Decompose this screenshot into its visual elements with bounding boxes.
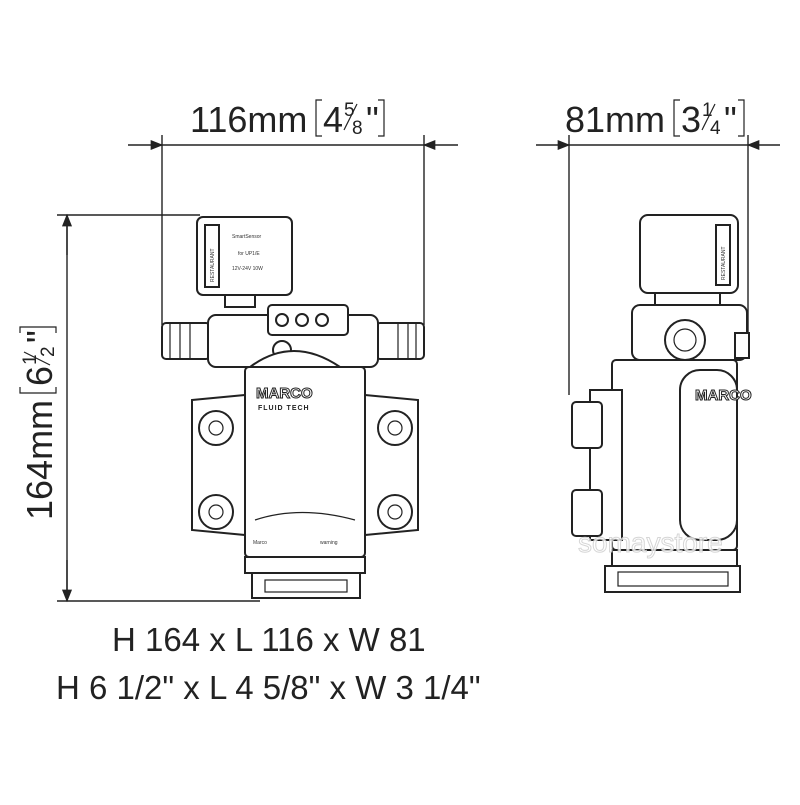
manifold-side xyxy=(631,304,750,361)
height-inch-den: 2 xyxy=(38,346,59,357)
pressure-switch-front: RESTAURANT SmartSensor for UP1/E 12V-24V… xyxy=(196,216,293,308)
mount-bracket-left xyxy=(191,393,246,537)
switch-side-text: RESTAURANT xyxy=(210,248,216,282)
motor-body-side: MARCO xyxy=(571,359,752,593)
height-bracket-close xyxy=(19,326,57,333)
switch-neck xyxy=(224,294,256,308)
switch-side-panel xyxy=(204,224,220,288)
mount-bracket-right xyxy=(364,393,419,537)
brand-logo-side: MARCO xyxy=(695,387,752,404)
manifold-front xyxy=(161,304,425,368)
height-mm-label: 164mm xyxy=(19,400,60,520)
width-inch-whole: 4 xyxy=(323,99,343,140)
switch-text-1: SmartSensor xyxy=(232,234,262,240)
port-left xyxy=(161,322,211,360)
width-frac-slash xyxy=(343,103,358,131)
depth-dimension: 81mm 3 1 4 " xyxy=(536,99,780,395)
motor-can-side xyxy=(679,369,738,541)
switch-text-2: for UP1/E xyxy=(238,251,260,257)
depth-inch-mark: " xyxy=(724,99,737,140)
switch-side-panel-side xyxy=(715,224,731,286)
port-right xyxy=(375,322,425,360)
motor-base-plate-side xyxy=(604,565,741,593)
brand-logo: MARCO xyxy=(256,385,313,402)
summary-metric: H 164 x L 116 x W 81 xyxy=(112,621,426,658)
width-inch-num: 5 xyxy=(344,100,355,121)
depth-mm-label: 81mm xyxy=(565,99,665,140)
summary-imperial: H 6 1/2" x L 4 5/8" x W 3 1/4" xyxy=(56,669,481,706)
depth-inch-den: 4 xyxy=(710,118,721,139)
width-bracket-open xyxy=(315,99,322,137)
body-label-left: Marco xyxy=(253,540,267,546)
depth-bracket-close xyxy=(738,99,745,137)
side-foot-bottom xyxy=(571,489,603,537)
motor-body-front: MARCO FLUID TECH Marco warning xyxy=(244,366,366,599)
pressure-switch-side: RESTAURANT xyxy=(639,214,739,306)
switch-neck-side xyxy=(654,292,721,306)
side-port-stub xyxy=(734,332,750,359)
switch-side-text-2: RESTAURANT xyxy=(721,246,727,280)
height-dimension: 164mm 6 1 2 " xyxy=(19,213,260,603)
side-foot-top xyxy=(571,401,603,449)
width-mm-label: 116mm xyxy=(190,99,307,140)
body-label-right: warning xyxy=(320,540,338,546)
width-bracket-close xyxy=(378,99,385,137)
height-inch-num: 1 xyxy=(20,354,41,365)
depth-bracket-open xyxy=(673,99,680,137)
watermark: somaystore xyxy=(578,527,723,558)
pump-head-dome xyxy=(246,350,344,368)
width-inch-den: 8 xyxy=(352,118,363,139)
width-dimension: 116mm 4 5 8 " xyxy=(128,99,458,325)
motor-base-plate xyxy=(251,572,361,599)
outlet-port-side xyxy=(664,319,706,361)
brand-sub-logo: FLUID TECH xyxy=(258,405,310,412)
switch-text-3: 12V-24V 10W xyxy=(232,266,263,272)
depth-frac-slash xyxy=(701,103,716,131)
depth-inch-whole: 3 xyxy=(681,99,701,140)
height-label-group: 164mm 6 1 2 " xyxy=(19,326,60,520)
height-inch-whole: 6 xyxy=(19,366,60,386)
motor-base-band xyxy=(244,556,366,574)
height-bracket-open xyxy=(19,387,57,394)
pump-front-view: RESTAURANT SmartSensor for UP1/E 12V-24V… xyxy=(161,216,425,599)
depth-inch-num: 1 xyxy=(702,100,713,121)
pump-side-view: RESTAURANT MARCO somaystore xyxy=(571,214,752,593)
height-frac-slash xyxy=(23,351,51,366)
width-inch-mark: " xyxy=(366,99,379,140)
height-inch-mark: " xyxy=(19,330,60,343)
